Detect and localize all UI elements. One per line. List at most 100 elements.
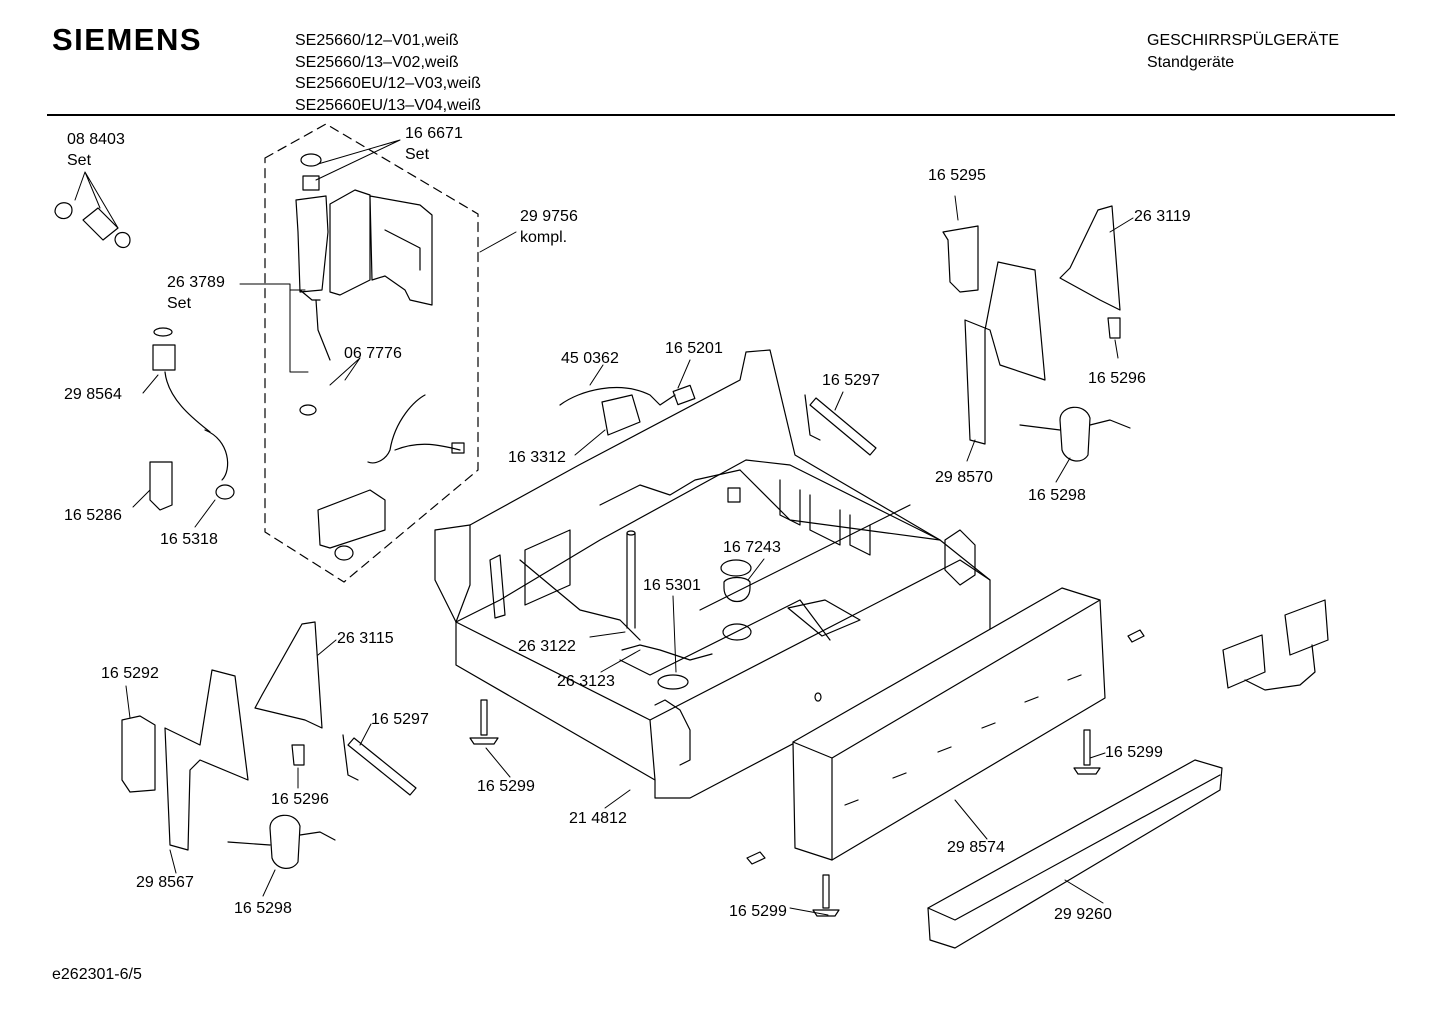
hose-bracket <box>149 461 173 511</box>
clip-165296-left <box>291 744 305 766</box>
part-label-299260: 29 9260 <box>1054 906 1112 923</box>
model-list: SE25660/12–V01,weiß SE25660/13–V02,weiß … <box>295 30 481 116</box>
hose-ring <box>153 327 173 337</box>
foot-c <box>812 874 840 917</box>
base-tub <box>434 349 991 799</box>
model-line: SE25660/12–V01,weiß <box>295 32 459 49</box>
part-label-165292: 16 5292 <box>101 665 159 682</box>
part-label-166671-set: Set <box>405 146 430 163</box>
siemens-logo: SIEMENS <box>52 22 203 57</box>
model-line: SE25660EU/13–V04,weiß <box>295 96 481 114</box>
frame-298570 <box>964 261 1046 445</box>
part-label-088403-set: Set <box>67 152 92 169</box>
part-label-214812: 21 4812 <box>569 810 627 827</box>
drawing-id: e262301-6/5 <box>52 966 142 983</box>
cable-connector <box>451 442 465 454</box>
hinge-wire-right <box>1019 419 1131 431</box>
clip-165296-right <box>1107 317 1121 339</box>
hinge-165298-right <box>1059 406 1091 462</box>
part-label-165297-bottom: 16 5297 <box>371 711 429 728</box>
part-label-165295: 16 5295 <box>928 167 986 184</box>
float-disk <box>657 674 689 690</box>
connector-block-right <box>1284 599 1329 656</box>
part-label-088403: 08 8403 <box>67 131 125 148</box>
plinth-edge <box>927 774 1221 921</box>
part-label-298574: 29 8574 <box>947 839 1005 856</box>
heating-element-bottom-bracket <box>342 734 359 781</box>
part-label-165299-c: 16 5299 <box>729 903 787 920</box>
part-label-450362: 45 0362 <box>561 350 619 367</box>
part-label-165296-right: 16 5296 <box>1088 370 1146 387</box>
part-label-166671: 16 6671 <box>405 125 463 142</box>
model-line: SE25660EU/12–V03,weiß <box>295 75 481 92</box>
hose-clamp <box>54 202 73 220</box>
drain-cap <box>722 623 752 641</box>
assembly-dashed-outline <box>264 123 479 583</box>
part-label-165301: 16 5301 <box>643 577 701 594</box>
sump-cup <box>723 576 751 603</box>
hose-elbow <box>204 429 229 481</box>
part-label-298567: 29 8567 <box>136 874 194 891</box>
part-label-263115: 26 3115 <box>337 630 394 647</box>
connector-block-left <box>1222 634 1266 689</box>
part-label-263123: 26 3123 <box>557 673 615 690</box>
cover-165292 <box>121 715 156 793</box>
capacitor <box>672 384 696 406</box>
part-label-299756: 29 9756 <box>520 208 578 225</box>
part-label-165296-left: 16 5296 <box>271 791 329 808</box>
bracket-263115 <box>254 621 323 729</box>
foot-a <box>469 699 499 745</box>
part-label-298564: 29 8564 <box>64 386 122 403</box>
screw-1 <box>746 851 766 865</box>
part-label-167243: 16 7243 <box>723 539 781 556</box>
pressure-switch <box>601 394 641 436</box>
seal-ring <box>720 559 752 577</box>
leader-lines <box>74 139 1134 916</box>
part-label-163312: 16 3312 <box>508 449 566 466</box>
part-label-263119: 26 3119 <box>1134 208 1191 225</box>
header-divider <box>47 114 1395 116</box>
float-wire <box>621 644 713 661</box>
short-hose <box>82 207 119 241</box>
harness-wires <box>1244 644 1316 691</box>
heater-cable <box>559 387 676 406</box>
part-label-298570: 29 8570 <box>935 469 993 486</box>
hinge-wire-left <box>227 831 336 846</box>
part-label-263789-set: Set <box>167 295 192 312</box>
heating-element-top <box>809 397 877 456</box>
foot-b <box>1073 729 1101 775</box>
part-label-263122: 26 3122 <box>518 638 576 655</box>
part-label-165298-left: 16 5298 <box>234 900 292 917</box>
part-label-165299-a: 16 5299 <box>477 778 535 795</box>
category-title: GESCHIRRSPÜLGERÄTE <box>1147 32 1340 49</box>
part-label-263789: 26 3789 <box>167 274 225 291</box>
bracket-263119 <box>1059 205 1121 311</box>
water-inlet-valve <box>295 153 433 416</box>
heating-element-bottom <box>347 737 417 796</box>
category-subtitle: Standgeräte <box>1147 53 1235 71</box>
kickplate <box>792 587 1106 861</box>
heating-element-top-bracket <box>804 394 821 441</box>
hose-seal <box>215 484 235 500</box>
part-label-165201: 16 5201 <box>665 340 723 357</box>
part-label-165286: 16 5286 <box>64 507 122 524</box>
frame-298567 <box>164 669 249 851</box>
inlet-bracket <box>317 489 386 549</box>
model-line: SE25660/13–V02,weiß <box>295 53 459 71</box>
part-label-165318: 16 5318 <box>160 531 218 548</box>
bracket-165295 <box>942 225 979 293</box>
product-category: GESCHIRRSPÜLGERÄTE Standgeräte <box>1147 30 1339 73</box>
part-label-067776: 06 7776 <box>344 345 402 362</box>
part-label-299756-kompl: kompl. <box>520 229 568 246</box>
cover-plate <box>787 599 861 637</box>
part-label-165297-top: 16 5297 <box>822 372 880 389</box>
corrugated-hose <box>152 344 176 371</box>
inlet-cable <box>394 443 461 451</box>
part-label-165299-b: 16 5299 <box>1105 744 1163 761</box>
hose-clamp-2 <box>114 231 131 249</box>
screw-2 <box>1127 629 1145 643</box>
part-label-165298-right: 16 5298 <box>1028 487 1086 504</box>
inlet-fitting <box>334 545 354 561</box>
inlet-hose-coil <box>367 394 426 464</box>
